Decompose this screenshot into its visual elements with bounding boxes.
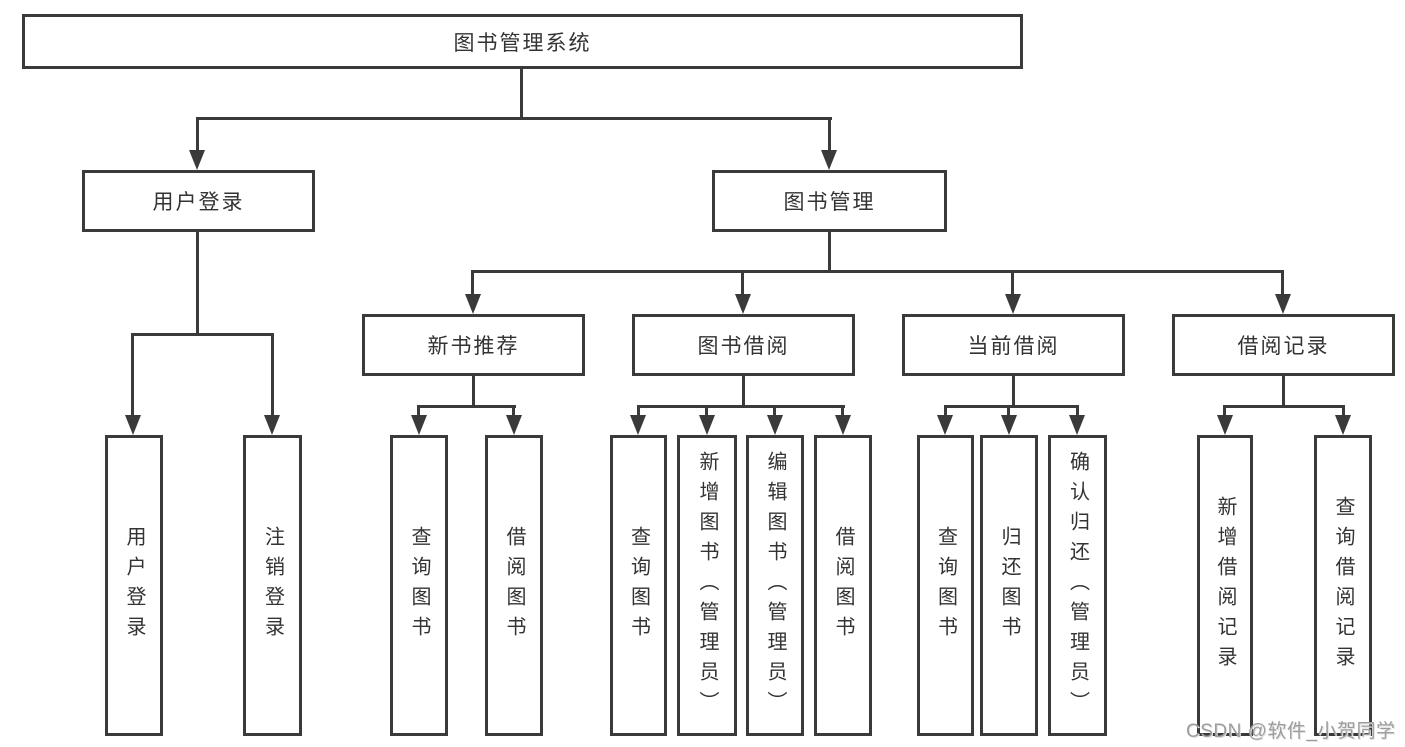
arrowhead-down-icon — [411, 415, 427, 435]
leaf-edit-books-admin: 编辑图书（管理员） — [746, 435, 804, 736]
node-book-borrowing: 图书借阅 — [632, 314, 855, 376]
node-borrowing-records-label: 借阅记录 — [1237, 335, 1330, 358]
arrowhead-down-icon — [125, 415, 141, 435]
connector-line — [944, 405, 947, 418]
leaf-borrow-books-2-label: 借阅图书 — [832, 525, 854, 646]
leaf-add-books-admin: 新增图书（管理员） — [677, 435, 737, 736]
node-borrowing-records: 借阅记录 — [1172, 314, 1395, 376]
arrowhead-down-icon — [630, 415, 646, 435]
connector-line — [512, 405, 515, 418]
arrowhead-down-icon — [1275, 294, 1291, 314]
leaf-add-books-admin-label: 新增图书（管理员） — [696, 450, 718, 721]
leaf-add-borrow-record: 新增借阅记录 — [1197, 435, 1253, 736]
connector-line — [131, 333, 134, 418]
arrowhead-down-icon — [835, 415, 851, 435]
connector-line — [471, 270, 474, 298]
arrowhead-down-icon — [506, 415, 522, 435]
arrowhead-down-icon — [821, 150, 837, 170]
arrowhead-down-icon — [1069, 415, 1085, 435]
connector-line — [1223, 405, 1226, 418]
arrowhead-down-icon — [767, 415, 783, 435]
node-user-login: 用户登录 — [82, 170, 315, 232]
arrowhead-down-icon — [937, 415, 953, 435]
connector-line — [417, 405, 420, 418]
node-root-label: 图书管理系统 — [453, 31, 592, 55]
connector-line — [828, 231, 831, 272]
leaf-query-books-2-label: 查询图书 — [627, 525, 650, 646]
node-current-borrowing-label: 当前借阅 — [967, 335, 1060, 358]
leaf-logout: 注销登录 — [243, 435, 302, 736]
connector-line — [1012, 375, 1015, 407]
leaf-logout-label: 注销登录 — [261, 525, 284, 646]
watermark: CSDN @软件_小贺同学 — [1186, 721, 1396, 742]
arrowhead-down-icon — [1005, 294, 1021, 314]
arrowhead-down-icon — [699, 415, 715, 435]
connector-line — [1223, 405, 1345, 408]
connector-line — [1282, 375, 1285, 407]
connector-line — [705, 405, 708, 418]
leaf-confirm-return-admin: 确认归还（管理员） — [1048, 435, 1107, 736]
node-root: 图书管理系统 — [22, 14, 1023, 69]
leaf-user-login: 用户登录 — [105, 435, 163, 736]
node-new-book-recommend-label: 新书推荐 — [427, 335, 520, 358]
node-new-book-recommend: 新书推荐 — [362, 314, 585, 376]
leaf-borrow-books-1: 借阅图书 — [485, 435, 543, 736]
connector-line — [637, 405, 845, 408]
leaf-confirm-return-admin-label: 确认归还（管理员） — [1066, 450, 1089, 721]
connector-line — [196, 231, 199, 334]
leaf-borrow-books-2: 借阅图书 — [814, 435, 872, 736]
node-current-borrowing: 当前借阅 — [902, 314, 1125, 376]
leaf-query-books-1: 查询图书 — [390, 435, 448, 736]
node-book-management-label: 图书管理 — [783, 191, 876, 214]
arrowhead-down-icon — [1217, 415, 1233, 435]
connector-line — [741, 270, 744, 298]
connector-line — [637, 405, 640, 418]
arrowhead-down-icon — [1335, 415, 1351, 435]
arrowhead-down-icon — [735, 294, 751, 314]
connector-line — [1076, 405, 1079, 418]
connector-line — [944, 405, 1079, 408]
connector-line — [472, 375, 475, 407]
connector-line — [828, 117, 831, 154]
leaf-query-borrow-record-label: 查询借阅记录 — [1332, 495, 1354, 676]
leaf-edit-books-admin-label: 编辑图书（管理员） — [764, 450, 786, 721]
leaf-query-books-3: 查询图书 — [917, 435, 974, 736]
arrowhead-down-icon — [189, 150, 205, 170]
connector-line — [131, 333, 274, 336]
node-book-borrowing-label: 图书借阅 — [697, 335, 790, 358]
leaf-query-books-3-label: 查询图书 — [934, 525, 957, 646]
leaf-add-borrow-record-label: 新增借阅记录 — [1214, 495, 1236, 676]
leaf-return-books-label: 归还图书 — [998, 525, 1020, 646]
leaf-query-borrow-record: 查询借阅记录 — [1314, 435, 1372, 736]
connector-line — [841, 405, 844, 418]
arrowhead-down-icon — [465, 294, 481, 314]
leaf-return-books: 归还图书 — [980, 435, 1038, 736]
connector-line — [196, 117, 199, 154]
arrowhead-down-icon — [1001, 415, 1017, 435]
node-book-management: 图书管理 — [712, 170, 947, 232]
connector-line — [773, 405, 776, 418]
connector-line — [271, 333, 274, 418]
connector-line — [1007, 405, 1010, 418]
connector-line — [1342, 405, 1345, 418]
connector-line — [471, 270, 1284, 273]
connector-line — [742, 375, 745, 407]
connector-line — [196, 117, 832, 120]
connector-line — [1281, 270, 1284, 298]
connector-line — [1011, 270, 1014, 298]
node-user-login-label: 用户登录 — [152, 191, 245, 214]
leaf-user-login-label: 用户登录 — [123, 525, 145, 646]
leaf-query-books-1-label: 查询图书 — [408, 525, 430, 646]
leaf-query-books-2: 查询图书 — [610, 435, 667, 736]
leaf-borrow-books-1-label: 借阅图书 — [503, 525, 525, 646]
connector-line — [520, 69, 523, 119]
arrowhead-down-icon — [264, 415, 280, 435]
connector-line — [417, 405, 516, 408]
